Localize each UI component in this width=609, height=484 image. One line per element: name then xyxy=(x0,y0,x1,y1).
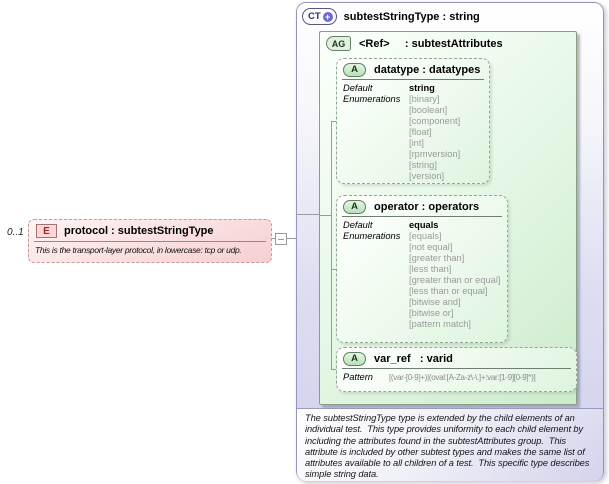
enum-value: [bitwise and] xyxy=(409,297,461,307)
attribute-box-var-ref[interactable]: A var_ref : varid Pattern [(var-[0-9]+)|… xyxy=(336,347,577,392)
divider xyxy=(34,241,266,242)
complextype-box: CT+ subtestStringType : string AG <Ref> … xyxy=(296,2,604,481)
attribute-group-header: AG <Ref> : subtestAttributes xyxy=(320,32,576,55)
complextype-header: CT+ subtestStringType : string xyxy=(302,8,480,25)
element-title: protocol : subtestStringType xyxy=(64,225,214,237)
enumeration-list: [binary][boolean][component][float][int]… xyxy=(409,94,460,182)
enumeration-list: [equals][not equal][greater than][less t… xyxy=(409,231,500,330)
facet-table: Default Enumerations string [binary][boo… xyxy=(337,80,489,182)
enum-value: [bitwise or] xyxy=(409,308,454,318)
attribute-group-box: AG <Ref> : subtestAttributes A datatype … xyxy=(319,31,577,405)
facet-label-default: Default xyxy=(343,220,373,230)
divider xyxy=(342,79,484,80)
expand-connector[interactable] xyxy=(275,233,287,245)
documentation-text: The subtestStringType type is extended b… xyxy=(305,413,592,480)
facet-table: Pattern [(var-[0-9]+)|(oval:[A-Za-z\-\.]… xyxy=(337,369,576,382)
complextype-documentation-section: The subtestStringType type is extended b… xyxy=(297,408,603,481)
ct-badge-label: CT xyxy=(308,11,321,22)
enum-value: [float] xyxy=(409,127,432,137)
enum-value: [component] xyxy=(409,116,461,126)
facet-value-column: string [binary][boolean][component][floa… xyxy=(409,83,460,182)
connector-line xyxy=(331,269,337,270)
default-value: equals xyxy=(409,220,439,230)
pattern-value: [(var-[0-9]+)|(oval:[A-Za-z\-\.]+:var:[1… xyxy=(389,373,536,382)
attribute-badge: A xyxy=(343,199,366,214)
attribute-box-operator[interactable]: A operator : operators Default Enumerati… xyxy=(336,195,508,343)
divider xyxy=(342,368,571,369)
element-badge: E xyxy=(36,224,57,238)
connector-line xyxy=(320,215,332,216)
attribute-group-title: <Ref> : subtestAttributes xyxy=(359,37,503,50)
facet-label-pattern: Pattern xyxy=(343,372,373,382)
facet-value-column: equals [equals][not equal][greater than]… xyxy=(409,220,500,330)
facet-table: Default Enumerations equals [equals][not… xyxy=(337,217,507,330)
attribute-title: var_ref : varid xyxy=(374,352,453,365)
attribute-title: operator : operators xyxy=(374,200,480,213)
complextype-badge[interactable]: CT+ xyxy=(302,8,337,25)
connector-line xyxy=(331,369,337,370)
enum-value: [int] xyxy=(409,138,424,148)
facet-label-enumerations: Enumerations xyxy=(343,94,401,104)
enum-value: [rpmversion] xyxy=(409,149,461,159)
default-value: string xyxy=(409,83,435,93)
cardinality-label: 0..1 xyxy=(7,227,24,238)
attribute-header: A var_ref : varid xyxy=(337,348,576,368)
enum-value: [pattern match] xyxy=(409,319,472,329)
enum-value: [less than] xyxy=(409,264,452,274)
enum-value: [greater than or equal] xyxy=(409,275,501,285)
attribute-badge: A xyxy=(343,62,366,77)
connector-line xyxy=(331,121,337,122)
plus-icon: + xyxy=(322,11,333,22)
element-header: E protocol : subtestStringType xyxy=(29,220,271,241)
enum-value: [greater than] xyxy=(409,253,465,263)
attribute-header: A operator : operators xyxy=(337,196,507,216)
connector-line xyxy=(331,121,332,370)
enum-value: [not equal] xyxy=(409,242,453,252)
connector-line xyxy=(297,214,319,215)
complextype-main-section: CT+ subtestStringType : string AG <Ref> … xyxy=(297,3,603,408)
attribute-title: datatype : datatypes xyxy=(374,63,481,76)
facet-label-column: Default Enumerations xyxy=(343,83,409,182)
attribute-badge: A xyxy=(343,351,366,366)
attribute-box-datatype[interactable]: A datatype : datatypes Default Enumerati… xyxy=(336,58,490,184)
enum-value: [string] xyxy=(409,160,437,170)
divider xyxy=(342,216,502,217)
enum-value: [equals] xyxy=(409,231,442,241)
facet-label-default: Default xyxy=(343,83,373,93)
complextype-title: subtestStringType : string xyxy=(343,10,480,23)
attribute-header: A datatype : datatypes xyxy=(337,59,489,79)
element-annotation: This is the transport-layer protocol, in… xyxy=(35,245,242,255)
attribute-group-badge: AG xyxy=(326,36,351,51)
enum-value: [binary] xyxy=(409,94,440,104)
enum-value: [less than or equal] xyxy=(409,286,488,296)
element-box-protocol[interactable]: E protocol : subtestStringType This is t… xyxy=(28,219,272,263)
enum-value: [boolean] xyxy=(409,105,448,115)
facet-label-column: Default Enumerations xyxy=(343,220,409,330)
enum-value: [version] xyxy=(409,171,445,181)
facet-label-enumerations: Enumerations xyxy=(343,231,401,241)
